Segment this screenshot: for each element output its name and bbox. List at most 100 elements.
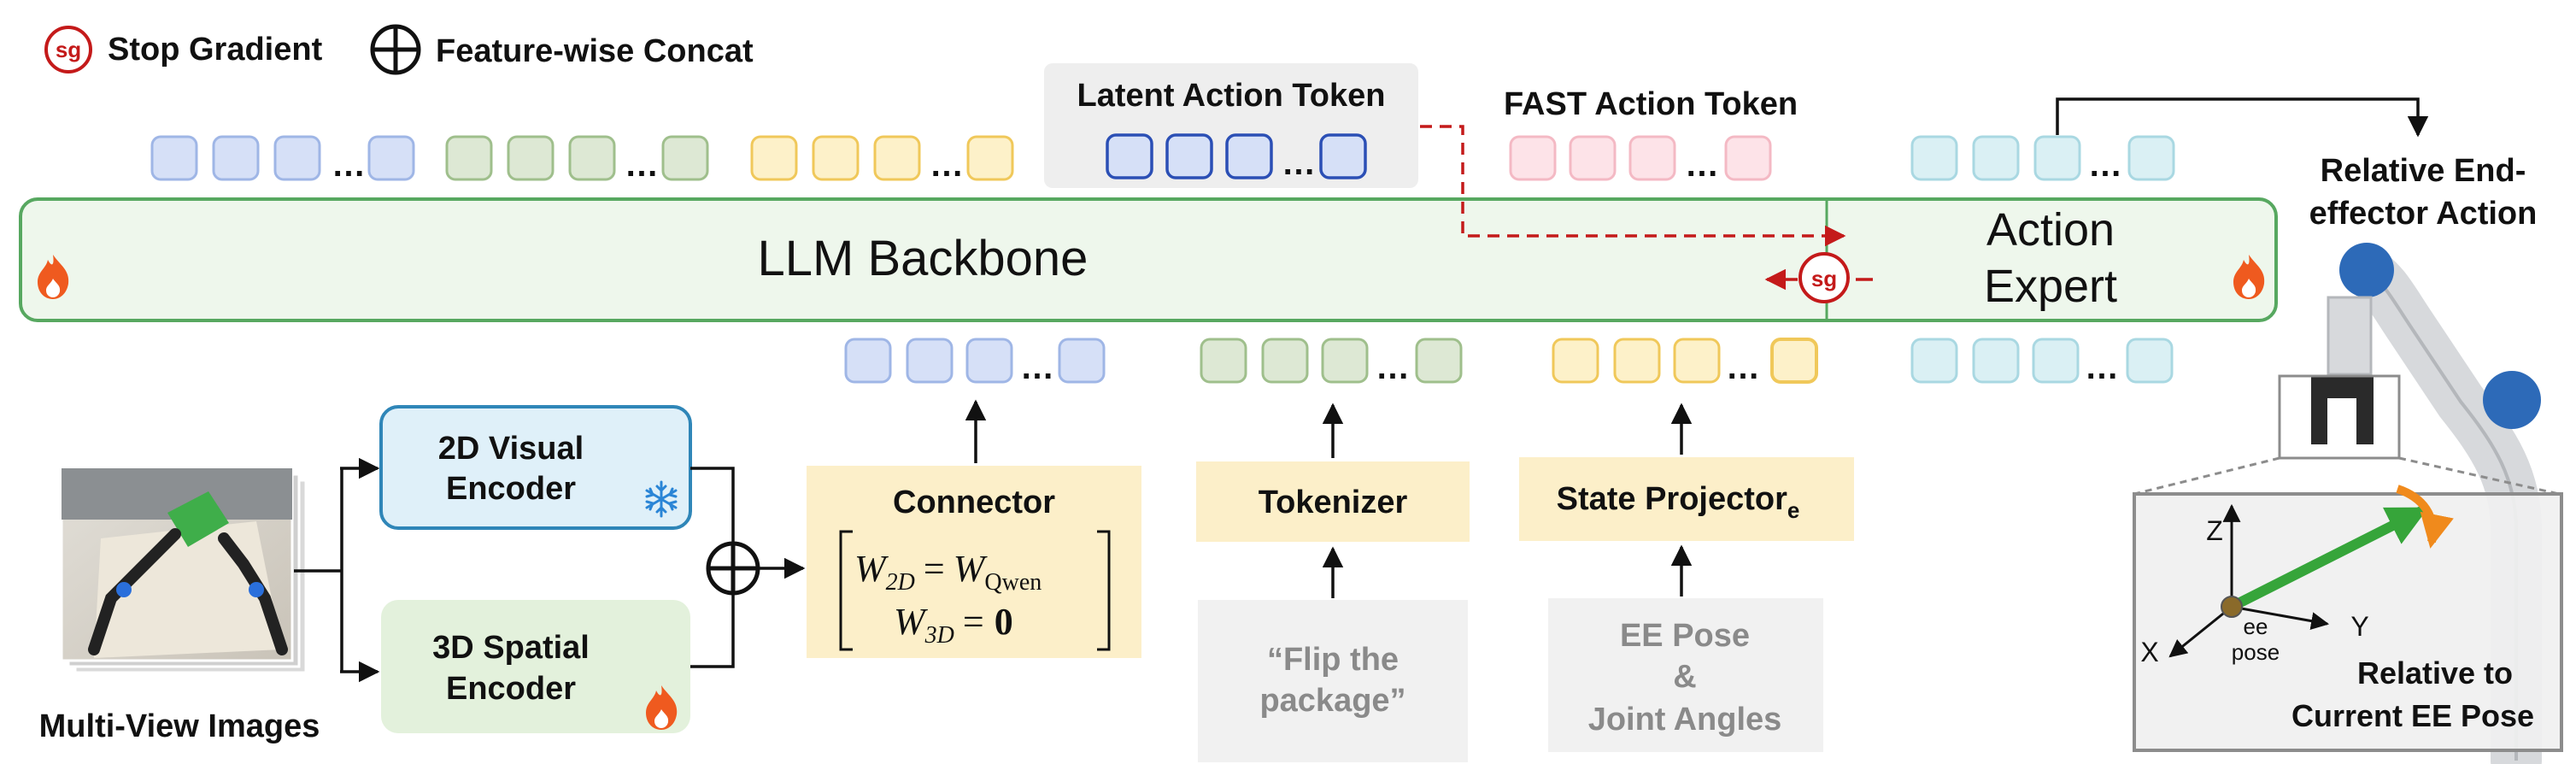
robot-illustration: Relative End- effector Action Z Y X ee p… [2133, 153, 2563, 764]
text-token-group: … [1200, 338, 1463, 386]
tokenizer-box [1196, 461, 1470, 542]
yellow-token-group: … [750, 135, 1014, 184]
noise-token-group: … [1910, 338, 2174, 386]
axis-z-label: Z [2206, 515, 2223, 546]
relative-label-line1: Relative to [2357, 655, 2513, 691]
robot-joint [2339, 243, 2394, 297]
token [1415, 338, 1463, 384]
latent-action-token-group: Latent Action Token … [1044, 63, 1418, 188]
token [568, 135, 616, 181]
token [150, 135, 198, 181]
latent-token [1319, 133, 1367, 179]
spatial-encoder-label-line1: 3D Spatial [432, 630, 590, 666]
image-left-arm [88, 528, 181, 655]
llm-backbone-label: LLM Backbone [758, 231, 1088, 286]
visual-encoder: 2D Visual Encoder [379, 405, 692, 530]
vision-token-group: … [844, 338, 1106, 386]
token [1613, 338, 1661, 384]
ellipsis: … [1020, 349, 1054, 386]
image-package [167, 491, 229, 547]
blue-token-group: … [150, 135, 415, 184]
equals: = [963, 601, 984, 643]
token [2032, 338, 2080, 384]
visual-encoder-label-line1: 2D Visual [438, 431, 584, 467]
ellipsis: … [2088, 146, 2122, 184]
state-line1: EE Pose [1620, 618, 1750, 654]
token [1261, 338, 1309, 384]
ee-pose-label-line1: ee [2244, 614, 2268, 639]
token [1569, 135, 1617, 181]
stop-gradient-icon [1799, 252, 1850, 303]
action-output-arrow [2056, 97, 2429, 138]
top-token-row: … … … Latent Action Token … FA [150, 63, 2175, 188]
action-expert-label-line2: Expert [1984, 261, 2117, 312]
image-joint [249, 582, 264, 597]
ellipsis: … [1376, 349, 1410, 386]
matrix-row-2: W3D=0 [894, 601, 1013, 649]
token [1972, 338, 2020, 384]
robot-wrist [2327, 296, 2373, 376]
stop-gradient-icon [44, 26, 92, 73]
token [844, 338, 892, 384]
token [1628, 135, 1676, 181]
rotation-arrow [2396, 485, 2454, 549]
state-input-box [1548, 598, 1823, 752]
backbone: LLM Backbone Action Expert [19, 197, 2278, 322]
tokenizer: Tokenizer “Flip the package” [1196, 403, 1470, 762]
token [1770, 338, 1818, 384]
matrix-row-1: W2D=WQwen [854, 548, 1042, 596]
state-projector-label: State Projectore [1557, 481, 1800, 523]
legend: sg Stop Gradient Feature-wise Concat [44, 24, 754, 75]
stop-gradient-label: Stop Gradient [108, 32, 323, 68]
w2d-sub: 2D [886, 569, 915, 596]
token [2126, 338, 2174, 384]
zoom-line-right [2398, 456, 2560, 496]
token [1552, 338, 1599, 384]
latent-token [1106, 133, 1153, 179]
ellipsis: … [625, 146, 659, 184]
token [1321, 338, 1369, 384]
x-axis [2168, 605, 2233, 658]
state-line2: & [1673, 659, 1696, 695]
token [1509, 135, 1557, 181]
token [1673, 338, 1721, 384]
token [2033, 135, 2081, 181]
spatial-encoder-box [381, 600, 690, 733]
connector-box [807, 466, 1141, 658]
ellipsis: … [1685, 146, 1719, 184]
ee-origin [2221, 596, 2243, 618]
token [445, 135, 493, 181]
token [1910, 135, 1958, 181]
token [750, 135, 798, 181]
wqwen-sub: Qwen [984, 569, 1042, 596]
green-token-group: … [445, 135, 709, 184]
ee-pose-inset [2133, 492, 2563, 752]
token [1724, 135, 1772, 181]
ellipsis: … [2085, 349, 2119, 386]
token [906, 338, 954, 384]
state-projector-text: State Projector [1557, 481, 1788, 517]
visual-encoder-box [379, 405, 692, 530]
latent-token [1225, 133, 1273, 179]
token [966, 135, 1014, 181]
state-line3: Joint Angles [1588, 702, 1782, 738]
connector-label: Connector [893, 485, 1055, 520]
fast-action-label: FAST Action Token [1504, 86, 1798, 122]
zero: 0 [995, 601, 1013, 643]
ellipsis: … [1282, 144, 1316, 182]
matrix-bracket-left [839, 530, 853, 651]
relative-action-vector [2229, 506, 2429, 612]
w2d: W [854, 548, 889, 590]
matrix-bracket-right [1097, 530, 1111, 651]
ellipsis: … [930, 146, 964, 184]
state-projector-box [1519, 457, 1854, 541]
token [1910, 338, 1958, 384]
latent-to-expert-route [1420, 125, 1846, 247]
ellipsis: … [332, 146, 366, 184]
state-projector-subscript: e [1787, 497, 1799, 523]
robot-gripper [2311, 376, 2374, 444]
token [1972, 135, 2020, 181]
instruction-box [1198, 600, 1468, 762]
axis-y-label: Y [2350, 611, 2368, 642]
